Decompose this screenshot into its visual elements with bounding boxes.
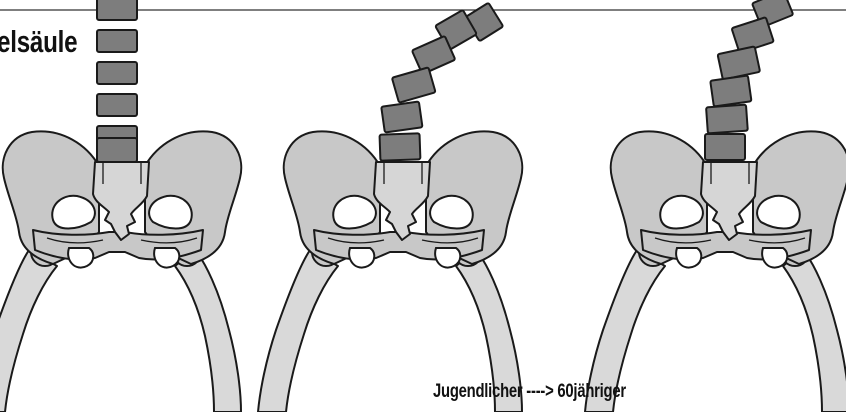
diagram-title: elsäule: [0, 24, 77, 60]
figure-straight-spine: [0, 0, 241, 412]
pelvis: [585, 131, 846, 412]
pelvis: [258, 131, 522, 412]
pelvis: [0, 131, 241, 412]
figure-curved-spine-2: [585, 0, 846, 412]
diagram-caption: Jugendlicher ----> 60jähriger: [433, 381, 626, 403]
vertebra-column: [705, 0, 793, 160]
vertebra-column: [97, 0, 137, 162]
figure-curved-spine: [258, 3, 522, 412]
